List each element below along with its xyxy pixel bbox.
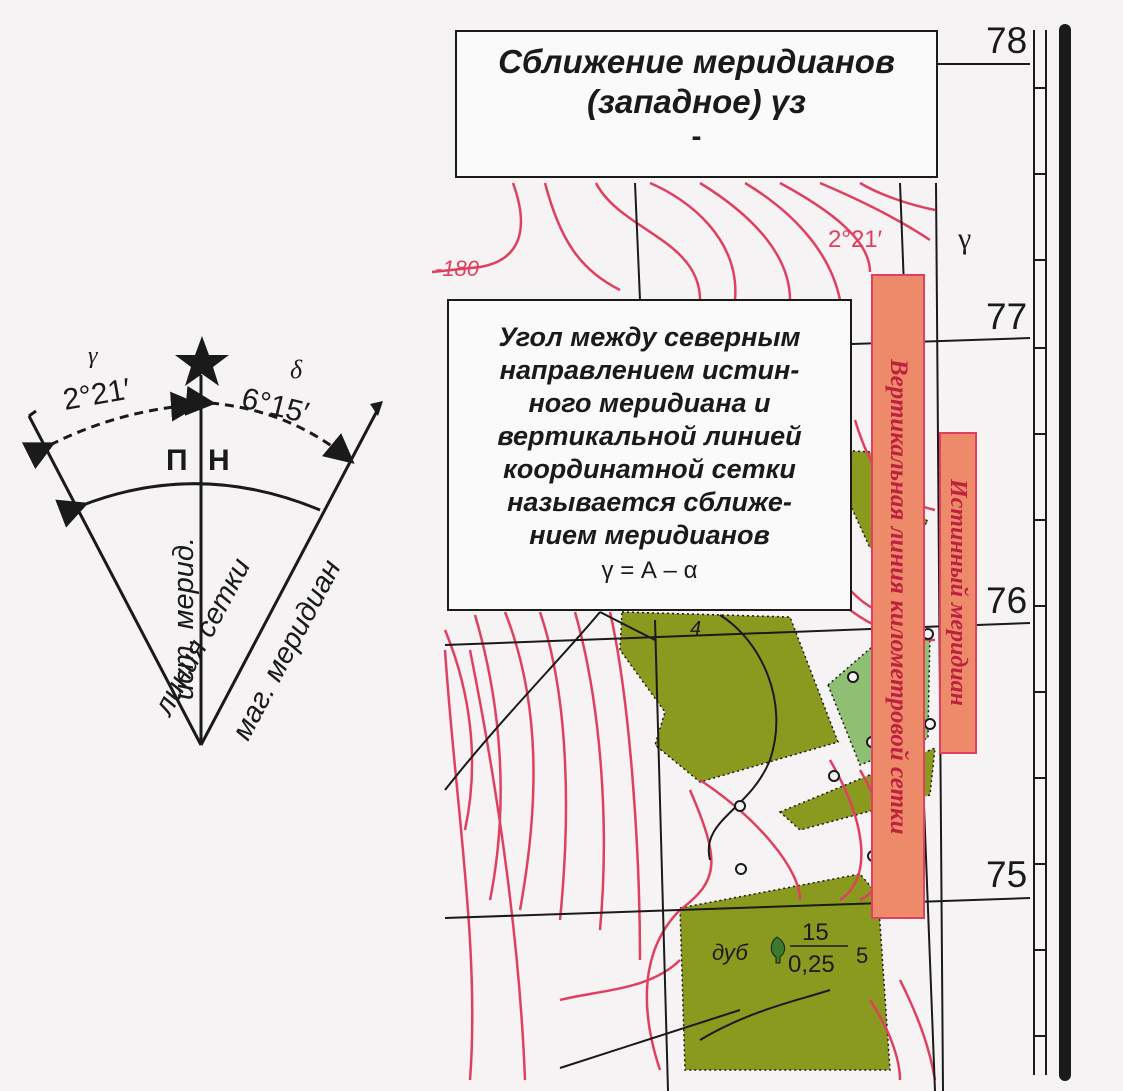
grid-line (27, 415, 203, 746)
angle-diagram (21, 375, 383, 746)
delta-arc (184, 385, 355, 464)
diagram-gamma-value: 2°21′ (60, 373, 133, 417)
tree-species-label: дуб (712, 940, 749, 965)
magnetic-north-letter: Н (208, 444, 230, 477)
forest-areas (619, 449, 936, 1071)
title-box: Сближение меридианов (западное) γз - (455, 30, 938, 178)
grid-horizontal-76 (444, 622, 1031, 646)
azimuth-arc (55, 482, 321, 528)
diagram-delta-value: 6°15′ (238, 382, 312, 430)
definition-line: координатной сетки (503, 454, 796, 484)
title-line-1: Сближение меридианов (498, 43, 895, 80)
title-line-2: (западное) γз (587, 83, 806, 120)
star-icon (175, 336, 229, 386)
definition-line: нием меридианов (529, 520, 770, 550)
diagram-gamma-symbol: γ (88, 343, 98, 369)
grid-number-77: 77 (986, 296, 1028, 337)
true-north-letter: П (166, 444, 188, 477)
definition-line: ного меридиана и (528, 388, 771, 418)
km-grid-line-label: Вертикальная линия километровой сетки (871, 274, 925, 919)
angle-value-label: 2°21′ (828, 226, 883, 253)
forest-patch-top (619, 611, 839, 783)
forest-number-label: 4 (690, 618, 701, 640)
grid-number-76: 76 (986, 580, 1028, 621)
diagram-delta-symbol: δ (290, 355, 303, 384)
map-gamma-label: γ (958, 222, 972, 255)
tree-icon (770, 936, 785, 964)
true-meridian-map-label: Истинный меридиан (939, 432, 977, 754)
tree-diameter-label: 0,25 (788, 951, 835, 978)
definition-line: называется сближе- (507, 487, 792, 517)
definition-formula: γ = А – α (601, 557, 698, 584)
contour-value-label: -180 (435, 256, 480, 281)
magnetic-arrowhead (370, 401, 383, 416)
tree-spacing-label: 5 (856, 943, 868, 968)
tree-height-label: 15 (802, 919, 829, 946)
grid-horizontal-75 (444, 897, 1031, 919)
true-meridian-label: ист. мерид. (168, 537, 200, 700)
definition-line: Угол между северным (498, 322, 801, 352)
magnetic-meridian-line (199, 408, 380, 746)
definition-line: вертикальной линией (497, 421, 802, 451)
definition-line: направлением истин- (499, 355, 800, 385)
contour-lines (431, 181, 937, 1081)
grid-vertical-left (654, 619, 669, 1091)
title-line-3: - (691, 120, 702, 153)
definition-box: Угол между северным направлением истин- … (447, 299, 852, 611)
grid-number-75: 75 (986, 854, 1028, 895)
terrain-lines (444, 182, 831, 1069)
forest-patch-bottom (679, 873, 891, 1071)
grid-line-tick (28, 409, 37, 418)
gamma-arc (21, 391, 201, 470)
scale-ticks (1034, 87, 1046, 1037)
grid-number-78: 78 (986, 20, 1028, 61)
